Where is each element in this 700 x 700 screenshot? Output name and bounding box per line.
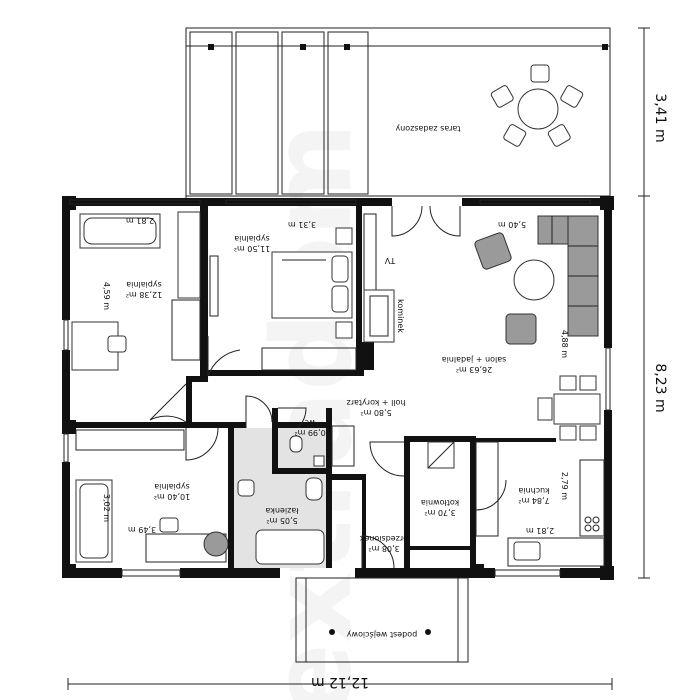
dim-nw-side: 4,59 m [102, 282, 111, 310]
room-label-taras: taras zadaszony [395, 124, 460, 133]
covered-terrace [185, 27, 611, 200]
room-name-holl: holl + korytarz [347, 398, 406, 407]
windows [63, 199, 611, 577]
room-area-salon: 26,63 m² [456, 365, 492, 374]
bathroom-room [234, 428, 326, 568]
sw-bedroom-furniture [75, 429, 229, 563]
fireplace-icon [363, 289, 395, 343]
room-area-przedsionek: 3,08 m² [368, 544, 399, 553]
room-area-kotlownia: 3,70 m² [424, 508, 455, 517]
room-name-salon: salon + jadalnia [442, 355, 507, 364]
interior-walls [70, 206, 556, 568]
terrace-door-icon [391, 205, 461, 237]
dim-overall-width: 12,12 m [311, 674, 369, 690]
hall-wardrobe [331, 425, 355, 467]
dim-sw-side: 3,02 m [102, 494, 111, 522]
room-name-kotlownia: kotłownia [421, 498, 459, 507]
dim-overall-depth: 8,23 m [652, 363, 668, 412]
terrace-table-icon [490, 64, 584, 147]
dim-salon-side: 4,88 m [560, 330, 569, 358]
room-area-n: 11,50 m² [234, 244, 270, 253]
tv-label: TV [384, 256, 396, 265]
room-name-sw: sypialnia [154, 482, 190, 491]
room-name-lazienka: łazienka [265, 506, 298, 515]
nw-bedroom-furniture [71, 211, 201, 371]
room-name-n: sypialnia [234, 234, 270, 243]
dim-kuchnia-side: 2,79 m [560, 472, 569, 500]
living-room-furniture [474, 215, 601, 441]
room-area-wc: 0,99 m² [294, 428, 325, 437]
kitchen-furniture [475, 441, 605, 567]
exterior-walls [62, 196, 614, 580]
room-name-nw: sypialnia [126, 280, 162, 289]
dim-n-top: 3,31 m [288, 220, 316, 229]
fireplace-label: kominek [396, 299, 405, 333]
room-area-nw: 12,38 m² [126, 290, 162, 299]
wc-room [278, 428, 326, 468]
room-name-podest: podest wejściowy [347, 630, 418, 640]
room-name-przedsionek: przedsionek [359, 534, 408, 543]
dim-salon-top: 5,40 m [498, 220, 526, 229]
dim-sw-bottom: 3,49 m [128, 525, 156, 534]
room-area-lazienka: 5,05 m² [266, 516, 297, 525]
room-area-kuchnia: 7,84 m² [518, 496, 549, 505]
dim-kuchnia-bottom: 2,81 m [526, 526, 554, 535]
dimension-lines [67, 27, 650, 690]
boiler-room [427, 441, 455, 469]
dim-terrace-depth: 3,41 m [652, 93, 668, 142]
room-area-sw: 10,40 m² [154, 492, 190, 501]
dim-nw-top: 2,81 m [126, 216, 154, 225]
room-area-holl: 5,80 m² [360, 408, 391, 417]
n-bedroom-furniture [209, 227, 357, 371]
room-name-kuchnia: kuchnia [518, 486, 549, 495]
entrance-landing [295, 577, 469, 663]
room-name-wc: wc [305, 418, 316, 427]
